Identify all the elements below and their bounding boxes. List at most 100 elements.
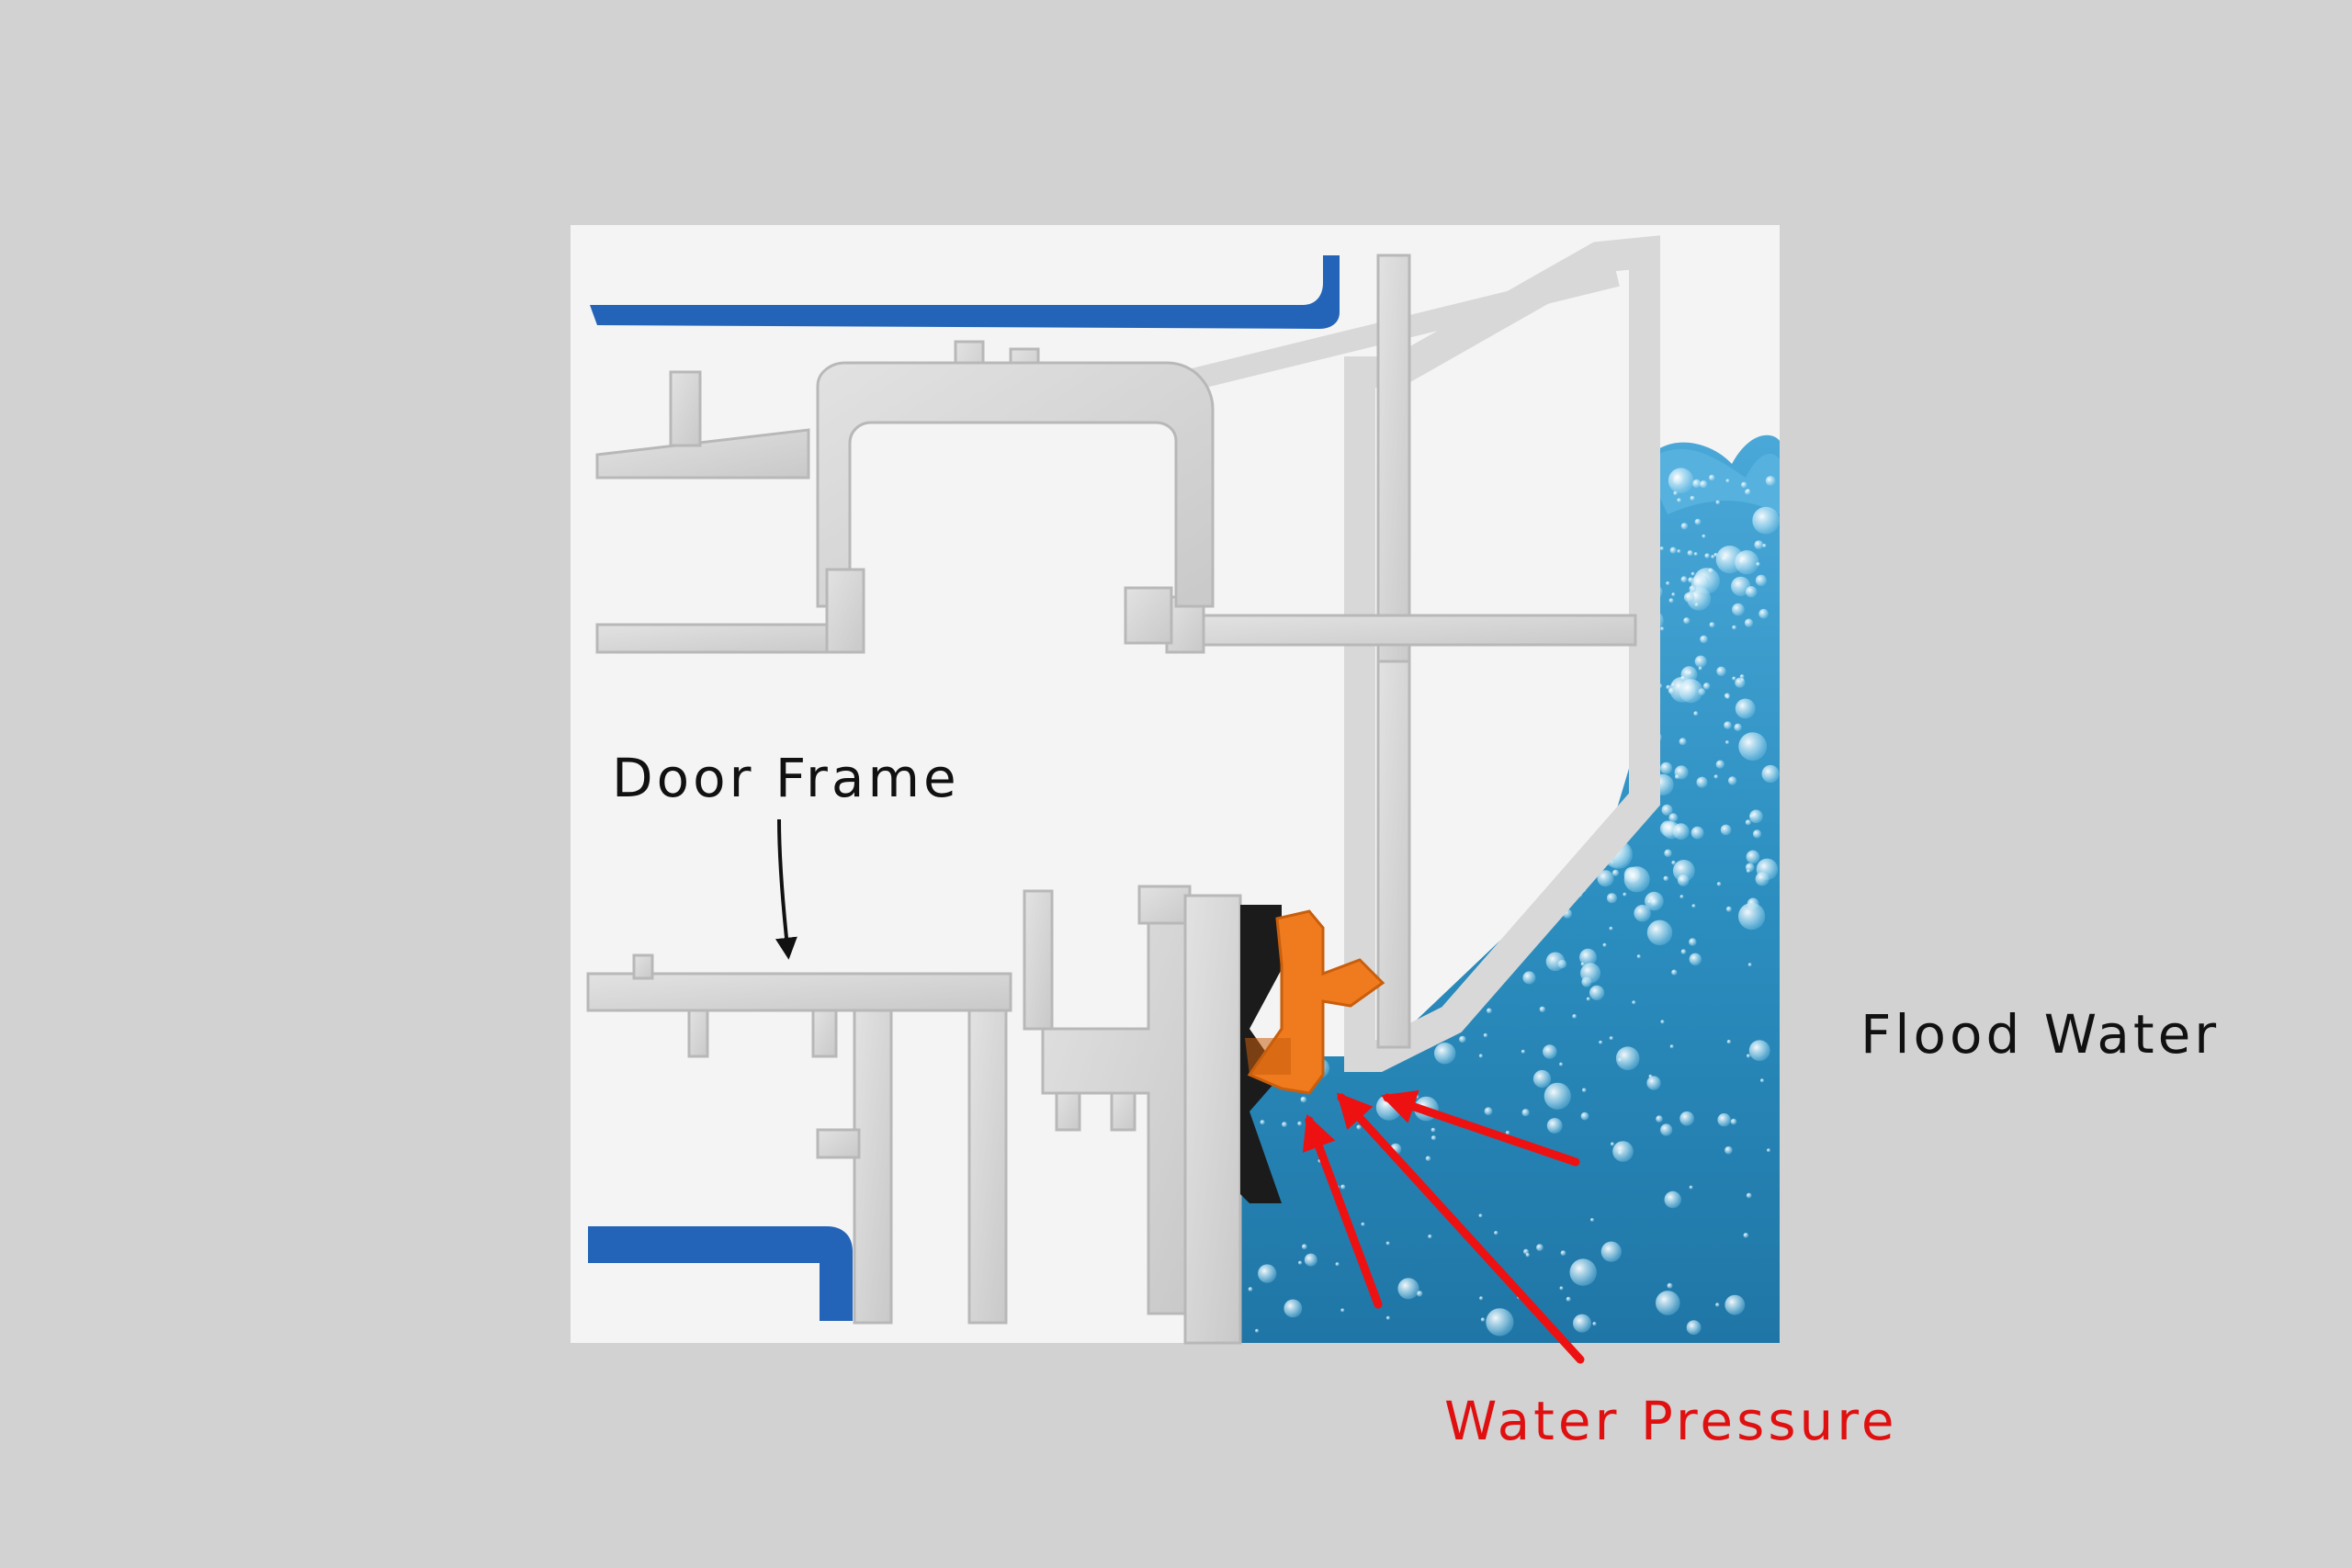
- bubble: [1532, 1069, 1552, 1089]
- bubble: [1415, 1095, 1419, 1100]
- bubble: [1650, 897, 1659, 907]
- bubble: [1732, 603, 1745, 616]
- bubble: [1730, 1118, 1737, 1125]
- bubble: [1428, 1234, 1432, 1239]
- bubble: [1735, 698, 1756, 719]
- bubble: [1746, 489, 1750, 493]
- bubble: [1356, 1124, 1362, 1130]
- bubble: [1599, 1040, 1603, 1044]
- blue-insert-bottom: [588, 1226, 853, 1321]
- bubble: [1716, 666, 1726, 676]
- bubble: [1669, 547, 1677, 554]
- bubble: [1543, 1044, 1557, 1059]
- bubble: [1609, 926, 1613, 931]
- flood-water-label: Flood Water: [1860, 1003, 2221, 1066]
- black-arrow-icon: [775, 818, 797, 960]
- bubble: [1683, 617, 1690, 625]
- bubble: [1459, 1035, 1466, 1043]
- frame-profile: [586, 235, 1660, 1345]
- bubble: [1671, 592, 1676, 597]
- bubble: [1297, 1121, 1302, 1126]
- bubble: [1732, 676, 1736, 681]
- bubble: [1745, 819, 1751, 826]
- bubble: [1713, 774, 1719, 779]
- bubble: [1646, 1076, 1661, 1090]
- red-arrow-icon: [1380, 1089, 1580, 1167]
- bubble: [1725, 694, 1730, 699]
- bubble: [1746, 1192, 1752, 1199]
- bubble: [1694, 655, 1707, 668]
- bubble: [1741, 481, 1747, 489]
- bubble: [1559, 1286, 1564, 1291]
- bubble: [1478, 1054, 1483, 1058]
- bubble: [1716, 882, 1722, 886]
- bubble: [1725, 906, 1732, 912]
- bubble: [1679, 895, 1684, 899]
- door-frame-label: Door Frame: [612, 747, 960, 809]
- bubble: [1696, 776, 1708, 788]
- bubble: [1748, 1040, 1770, 1061]
- bubble: [1689, 953, 1702, 966]
- bubble: [1738, 732, 1768, 761]
- bubble: [1611, 869, 1620, 876]
- bubble: [1484, 1107, 1493, 1116]
- bubble: [1746, 850, 1760, 864]
- bubble: [1688, 577, 1694, 583]
- bubble: [1425, 1156, 1431, 1161]
- bubble: [1430, 1127, 1436, 1133]
- bubble: [1664, 849, 1672, 857]
- bubble: [1708, 568, 1714, 574]
- bubble: [1607, 893, 1617, 904]
- bubble: [1727, 776, 1737, 785]
- bubble: [1666, 684, 1671, 690]
- bubble: [1677, 549, 1681, 554]
- bubble: [1609, 1036, 1613, 1041]
- bubble: [1494, 1231, 1498, 1235]
- bubble: [1580, 1111, 1589, 1121]
- bubble: [1255, 1328, 1260, 1333]
- bubble: [1536, 1244, 1544, 1251]
- bubble: [1731, 576, 1751, 596]
- bubble: [1690, 571, 1695, 576]
- bubble: [1659, 547, 1664, 551]
- bubble: [1711, 555, 1715, 559]
- bubble: [1546, 1118, 1563, 1134]
- bubble: [1486, 1308, 1514, 1337]
- bubble: [1720, 824, 1732, 836]
- bubble: [1732, 625, 1736, 630]
- bubble: [1668, 687, 1675, 694]
- bubble: [1672, 823, 1690, 840]
- bubble: [1668, 598, 1674, 604]
- bubble: [1612, 1141, 1634, 1162]
- bubble: [1545, 952, 1566, 972]
- bubble: [1544, 1082, 1571, 1110]
- bubble: [1749, 809, 1763, 824]
- bubble: [1687, 671, 1692, 676]
- pressure-arrows: [1302, 1089, 1585, 1364]
- bubble: [1623, 866, 1650, 893]
- bubble: [1672, 860, 1695, 882]
- bubble: [1671, 860, 1676, 865]
- bubble: [1660, 1123, 1673, 1136]
- bubble: [1683, 592, 1695, 604]
- bubble: [1752, 829, 1762, 839]
- bubble: [1724, 721, 1732, 729]
- bubble: [1755, 574, 1767, 587]
- bubble: [1301, 1244, 1307, 1250]
- bubble: [1434, 1043, 1456, 1065]
- bubble: [1746, 1054, 1751, 1058]
- bubble: [1525, 1253, 1531, 1258]
- bubble: [1680, 576, 1688, 583]
- bubble: [1746, 586, 1758, 598]
- bubble: [1521, 1109, 1530, 1117]
- bubble: [1689, 585, 1697, 592]
- bubble: [1298, 1260, 1303, 1265]
- bubble: [1690, 826, 1704, 840]
- bubble: [1656, 1115, 1663, 1122]
- bubble: [1702, 534, 1706, 538]
- bubble: [1680, 523, 1689, 530]
- bubble: [1735, 677, 1746, 688]
- bubble: [1677, 498, 1681, 502]
- bubble: [1715, 500, 1721, 505]
- bubble: [1744, 618, 1754, 627]
